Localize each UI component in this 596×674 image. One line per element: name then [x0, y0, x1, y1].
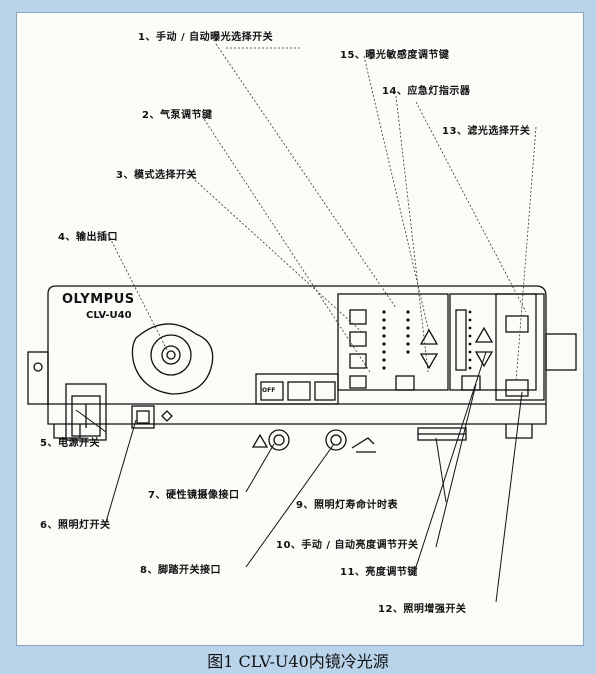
model-name: CLV-U40 — [86, 310, 132, 321]
output-socket-housing — [131, 323, 214, 395]
exposure-up-button — [419, 328, 439, 345]
label-air-pump: 2、气泵调节键 — [142, 110, 213, 121]
power-switch — [65, 383, 107, 441]
label-rigid-scope-port: 7、硬性镜摄像接口 — [148, 490, 240, 501]
label-filter-switch: 13、滤光选择开关 — [442, 126, 531, 137]
label-lamp-timer: 9、照明灯寿命计时表 — [296, 500, 398, 511]
label-exposure-sensitivity: 15、曝光敏感度调节键 — [340, 50, 450, 61]
rigid-scope-camera-port — [268, 429, 290, 451]
label-brightness-mode: 10、手动 / 自动亮度调节开关 — [276, 540, 419, 551]
label-power-switch: 5、电源开关 — [40, 438, 100, 449]
label-output-socket: 4、输出插口 — [58, 232, 118, 243]
side-connector-right — [545, 333, 577, 371]
exposure-down-button — [419, 353, 439, 370]
device-diagram — [27, 43, 577, 603]
exposure-panel — [337, 293, 449, 391]
label-exposure-switch: 1、手动 / 自动曝光选择开关 — [138, 32, 274, 43]
mode-button-off-label: OFF — [262, 387, 276, 394]
output-socket — [150, 334, 192, 376]
label-foot-pedal-port: 8、脚踏开关接口 — [140, 565, 221, 576]
figure-caption: 图1 CLV-U40内镜冷光源 — [207, 652, 389, 671]
brightness-up-button — [474, 326, 494, 343]
figure-panel — [16, 12, 584, 646]
brand-logo: OLYMPUS — [62, 292, 135, 307]
label-mode-switch: 3、模式选择开关 — [116, 170, 197, 181]
brightness-panel — [449, 293, 537, 391]
device-body — [47, 285, 547, 425]
side-bracket-left — [27, 351, 49, 405]
label-light-boost: 12、照明增强开关 — [378, 604, 467, 615]
right-control-panel — [495, 293, 545, 401]
label-brightness-key: 11、亮度调节键 — [340, 567, 418, 578]
brightness-down-button — [474, 351, 494, 368]
foot-pedal-port — [325, 429, 347, 451]
light-switch — [131, 405, 155, 429]
label-emergency-indicator: 14、应急灯指示器 — [382, 86, 471, 97]
label-light-switch: 6、照明灯开关 — [40, 520, 111, 531]
